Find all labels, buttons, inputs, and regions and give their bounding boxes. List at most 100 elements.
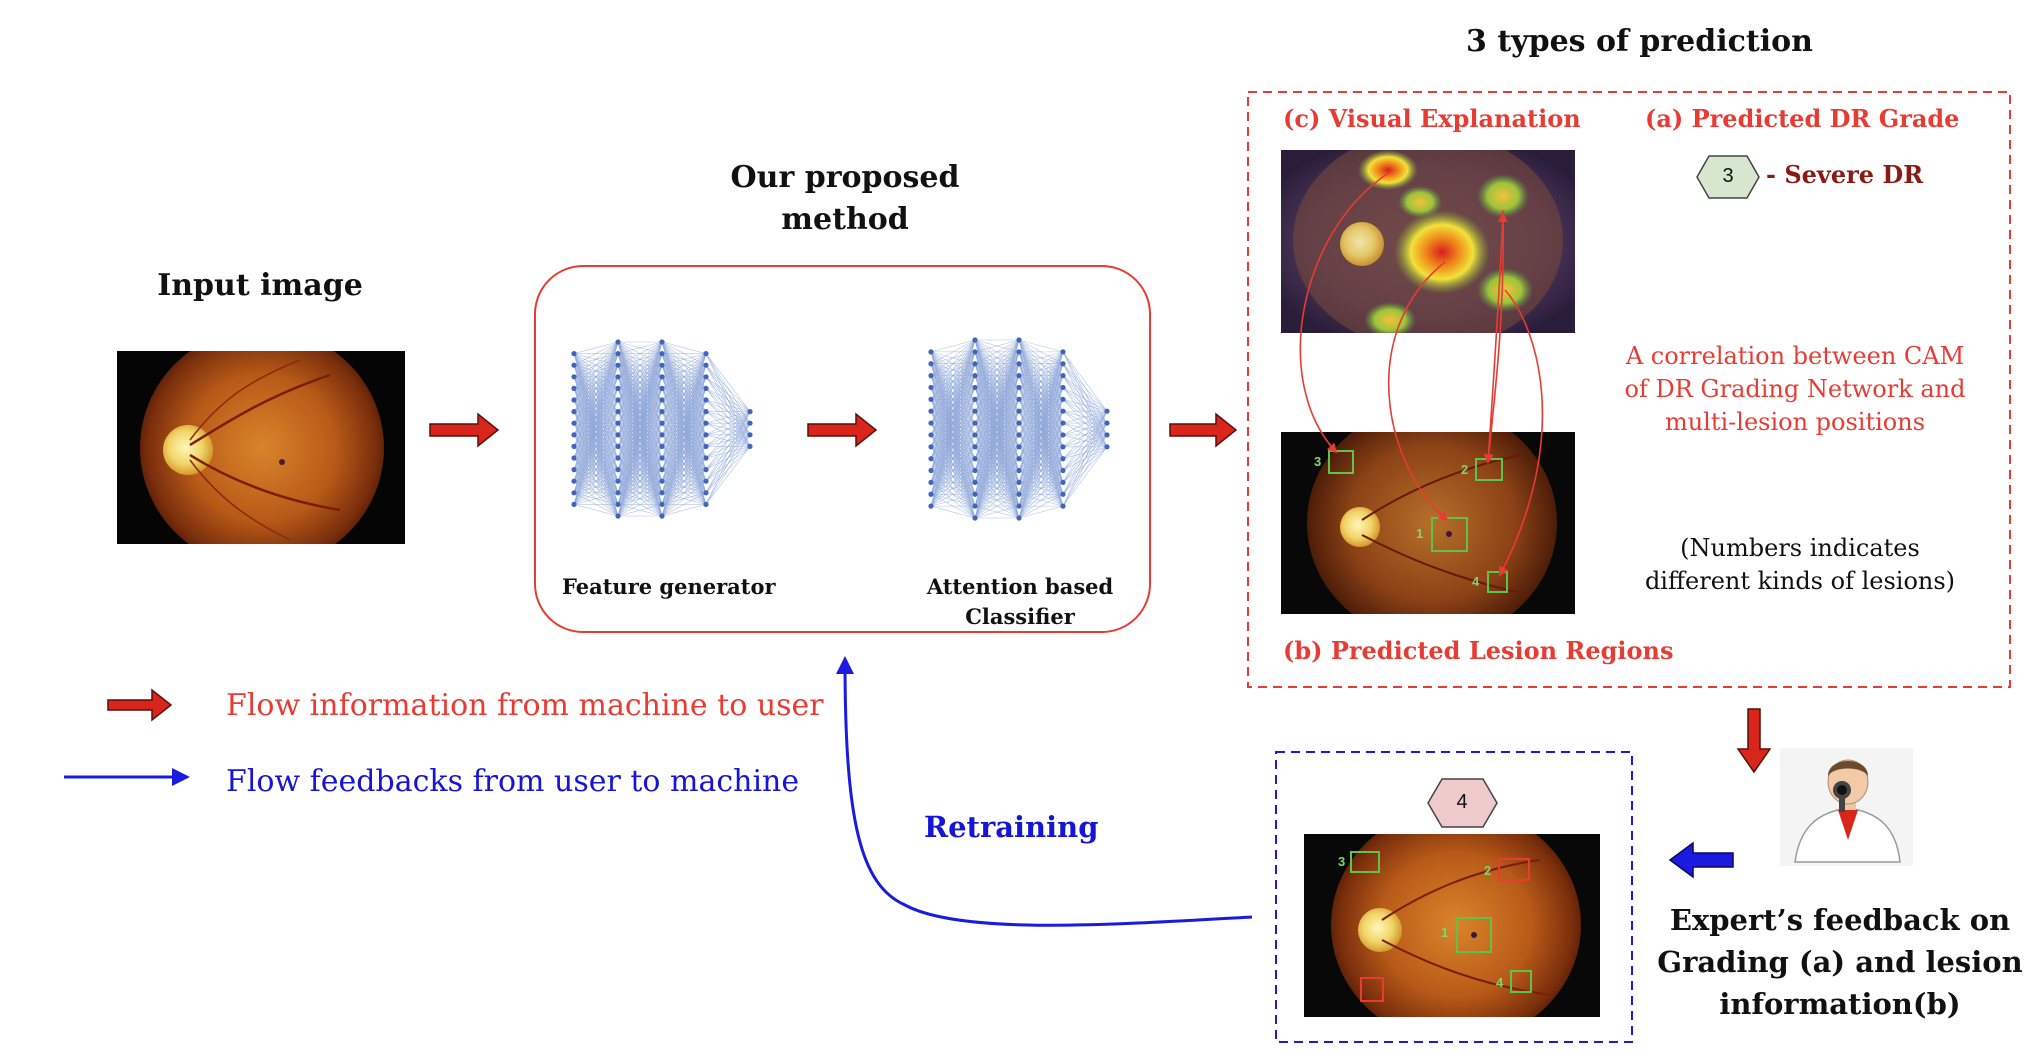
network-edge xyxy=(705,411,751,482)
network-edge xyxy=(617,504,663,517)
network-edge xyxy=(974,375,1020,519)
feature-generator-network xyxy=(571,339,753,519)
svg-text:2: 2 xyxy=(1484,863,1491,878)
network-node xyxy=(659,513,665,519)
network-edge xyxy=(974,387,1020,519)
network-edge xyxy=(573,457,619,505)
network-edge xyxy=(974,434,1020,519)
network-edge xyxy=(617,469,663,517)
network-node xyxy=(1016,396,1022,402)
network-node xyxy=(1016,479,1022,485)
network-node xyxy=(659,490,665,496)
network-node xyxy=(972,491,978,497)
network-node xyxy=(571,455,577,461)
method-box xyxy=(534,265,1151,633)
network-edge xyxy=(617,388,663,517)
network-node xyxy=(747,409,753,415)
network-node xyxy=(972,396,978,402)
correlation-text-line3: multi-lesion positions xyxy=(1664,408,1926,436)
network-edge xyxy=(1018,505,1064,519)
network-node xyxy=(747,420,753,426)
network-edge xyxy=(617,446,663,517)
network-node xyxy=(659,420,665,426)
network-node xyxy=(1016,467,1022,474)
network-node xyxy=(1016,456,1022,462)
network-node xyxy=(972,479,978,485)
network-edge xyxy=(661,341,707,354)
network-node xyxy=(972,361,978,367)
network-edge xyxy=(617,434,663,517)
network-node xyxy=(571,351,577,357)
network-node xyxy=(659,374,665,380)
network-edge xyxy=(573,446,619,505)
network-node xyxy=(928,373,934,379)
network-edge xyxy=(930,339,976,459)
network-edge xyxy=(930,446,976,507)
network-edge xyxy=(1062,410,1108,436)
network-node xyxy=(571,443,577,449)
network-edge xyxy=(573,341,619,389)
network-edge xyxy=(705,423,751,505)
legend-user-to-machine: Flow feedbacks from user to machine xyxy=(226,764,800,799)
network-edge xyxy=(705,353,751,412)
network-node xyxy=(1060,479,1066,485)
network-node xyxy=(703,443,709,449)
svg-text:3: 3 xyxy=(1338,854,1345,869)
network-edge xyxy=(974,339,1020,447)
network-node xyxy=(928,384,934,391)
network-node xyxy=(615,432,621,438)
network-node xyxy=(615,374,621,380)
network-edge xyxy=(974,494,1020,519)
network-edge xyxy=(617,341,663,378)
network-edge xyxy=(974,339,1020,483)
network-node xyxy=(615,443,621,449)
network-node xyxy=(1016,515,1022,521)
network-edge xyxy=(974,399,1020,519)
feedback-grade-value: 4 xyxy=(1456,791,1468,813)
network-edge xyxy=(930,482,976,507)
red-flow-arrow xyxy=(1736,708,1772,774)
expert-feedback-line3: information(b) xyxy=(1719,987,1961,1021)
network-edge xyxy=(705,434,751,505)
grade-value: 3 xyxy=(1722,165,1734,187)
network-edge xyxy=(617,341,663,470)
network-node xyxy=(659,432,665,438)
numbers-note-line1: (Numbers indicates xyxy=(1680,534,1920,562)
network-edge xyxy=(705,399,751,412)
visual-explanation-heading: (c) Visual Explanation xyxy=(1283,104,1581,133)
feedback-lesion-number-labels: 1 2 3 4 xyxy=(1338,854,1504,990)
network-edge xyxy=(573,480,619,505)
network-node xyxy=(1060,349,1066,355)
network-node xyxy=(703,501,709,507)
network-edge xyxy=(1018,387,1064,519)
network-node xyxy=(1060,432,1066,438)
network-edge xyxy=(617,341,663,354)
correlation-text-line1: A correlation between CAM xyxy=(1625,342,1965,370)
network-edge xyxy=(617,341,663,493)
network-edge xyxy=(661,353,707,412)
network-edge xyxy=(661,411,707,517)
red-flow-arrow xyxy=(807,412,878,448)
network-edge xyxy=(1018,351,1064,519)
network-node xyxy=(615,420,621,426)
network-edge xyxy=(661,353,707,366)
network-edge xyxy=(617,399,663,517)
network-edge xyxy=(1018,470,1064,519)
network-edge xyxy=(1018,375,1064,519)
network-node xyxy=(571,432,577,438)
network-edge xyxy=(573,469,619,505)
network-edge xyxy=(705,411,751,424)
network-node xyxy=(928,420,934,426)
network-node xyxy=(659,478,665,484)
network-edge xyxy=(930,339,976,483)
network-edge xyxy=(617,480,663,517)
svg-text:3: 3 xyxy=(1314,454,1321,469)
network-node xyxy=(571,374,577,380)
lesion-regions-image xyxy=(1281,432,1575,614)
network-node xyxy=(972,432,978,438)
network-edge xyxy=(974,339,1020,519)
network-edge xyxy=(974,411,1020,519)
network-edge xyxy=(930,422,976,507)
network-edge xyxy=(1018,494,1064,519)
network-edge xyxy=(974,339,1020,459)
